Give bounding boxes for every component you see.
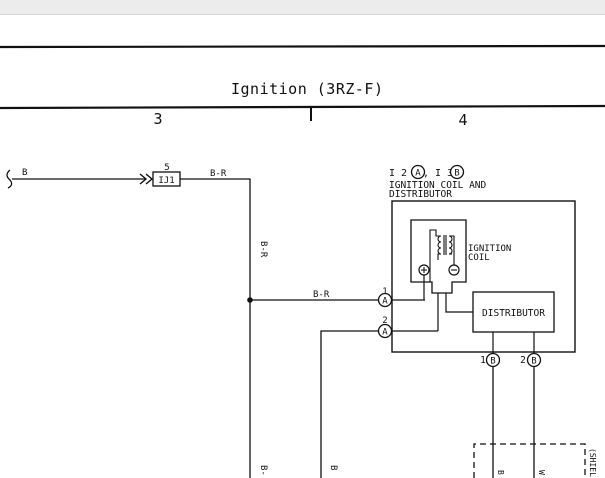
component-id-prefix-1: I 2 — [389, 168, 407, 179]
component-name-line1: IGNITION COIL AND — [389, 180, 487, 191]
diagram-title: Ignition (3RZ-F) — [231, 80, 384, 98]
pin-b2-letter: B — [531, 357, 536, 367]
wire-label-shield-right: W — [537, 470, 546, 475]
column-number-4: 4 — [458, 111, 467, 129]
component-pin-b-icon — [449, 164, 465, 180]
viewer-toolbar — [0, 0, 605, 15]
pin-2-number: 2 — [382, 316, 387, 326]
component-pin-a-letter: A — [415, 169, 421, 179]
ignition-coil-box — [410, 219, 467, 294]
coil-winding-icon — [429, 229, 455, 270]
wire-label-shield-left: B — [496, 470, 505, 475]
wire-label-bottom-left: B- — [258, 465, 268, 476]
distributor-box — [472, 291, 555, 333]
component-id-prefix-2: , I 3 — [423, 168, 453, 179]
column-number-3: 3 — [153, 110, 162, 128]
connector-arrow-icon — [139, 173, 154, 185]
pin-b1-number: 1 — [480, 355, 486, 366]
wire-label-vertical-main: B-R — [258, 241, 268, 258]
wire-to-pin-2 — [320, 330, 378, 478]
ignition-coil-label-2: COIL — [468, 253, 490, 263]
wiring-diagram: Ignition (3RZ-F) 3 4 B IJ1 5 B-R B-R B-R… — [0, 44, 605, 478]
coil-to-distributor-lead — [445, 293, 473, 313]
pin-1-letter: A — [382, 297, 388, 307]
junction-connector-label: IJ1 — [158, 176, 174, 186]
ignition-coil-distributor-box — [391, 200, 576, 353]
header-bottom-rule — [0, 104, 605, 110]
wire-label-b-input: B — [22, 168, 27, 178]
wire-label-to-pin-1: B-R — [313, 290, 330, 300]
pin-b2-number: 2 — [520, 355, 526, 366]
plus-sign-icon — [421, 267, 427, 273]
pin-2-letter: A — [382, 328, 388, 338]
component-pin-b-letter: B — [454, 169, 459, 179]
distributor-label: DISTRIBUTOR — [482, 308, 545, 319]
wire-break-mark — [6, 169, 13, 189]
component-name-line2: DISTRIBUTOR — [389, 189, 452, 200]
junction-connector-pin: 5 — [164, 163, 169, 173]
ignition-coil-label-1: IGNITION — [468, 244, 511, 254]
pin-b1-letter: B — [490, 357, 495, 367]
shield-label: (SHIEL — [588, 448, 597, 477]
pin-1-number: 1 — [382, 287, 387, 297]
wire-b-r-main — [180, 178, 251, 478]
header-top-rule — [0, 44, 605, 49]
wire-label-junction-output: B-R — [210, 169, 227, 179]
shield-dashed-box — [473, 443, 586, 478]
wire-label-bottom-mid: B — [328, 465, 338, 470]
component-pin-a-icon — [410, 164, 426, 180]
